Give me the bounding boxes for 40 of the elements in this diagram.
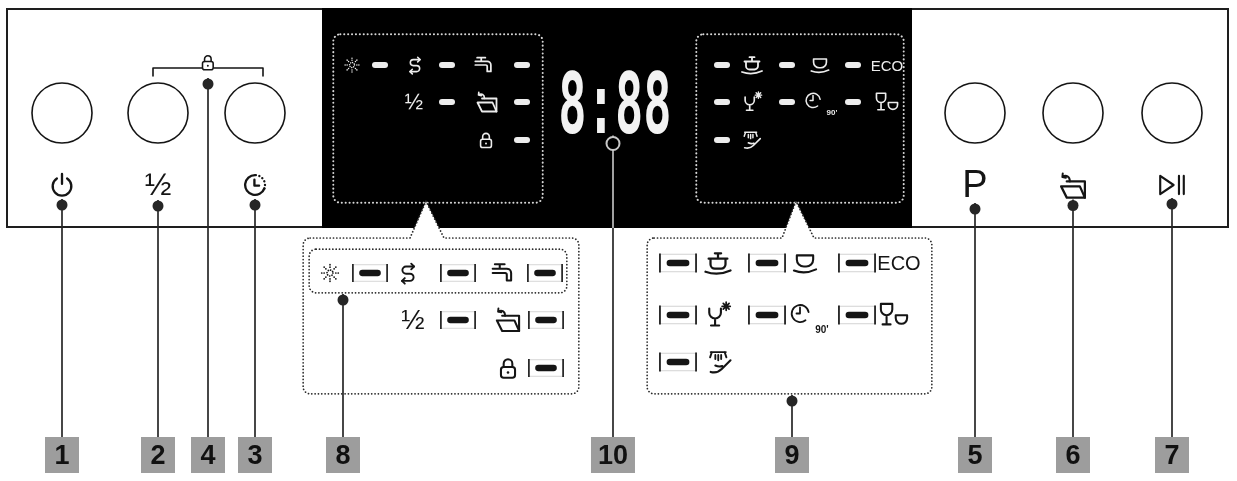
leader-line [1166, 197, 1178, 438]
tray-arrow-icon [1058, 172, 1088, 200]
button-label: P [962, 165, 988, 203]
leader-line [605, 134, 621, 438]
callout-number: 10 [591, 437, 635, 473]
indicator-label: ½ [404, 91, 424, 113]
timer-icon [241, 171, 269, 199]
leader-line [969, 202, 981, 438]
callout-number: 9 [775, 437, 809, 473]
callout-number: 1 [45, 437, 79, 473]
callout-number: 4 [191, 437, 225, 473]
leader-line [1067, 198, 1079, 438]
leader-line [337, 293, 349, 438]
highlight-frame [308, 248, 568, 294]
lock-bracket-icon [151, 54, 265, 78]
duration-label: 90' [815, 325, 829, 335]
duration-label: 90' [826, 109, 838, 117]
legend-callout [302, 200, 580, 395]
callout-number: 6 [1056, 437, 1090, 473]
indicator-label: ECO [870, 57, 904, 73]
play-pause-icon [1157, 172, 1187, 198]
display-digits: 8:88 [558, 72, 672, 136]
indicator-label: ECO [877, 253, 921, 273]
leader-line [56, 198, 68, 438]
leader-line [202, 77, 214, 438]
leader-line [786, 394, 798, 438]
callout-number: 7 [1155, 437, 1189, 473]
indicator-label: ½ [401, 306, 425, 334]
button-label: ½ [144, 168, 172, 200]
legend-callout [646, 200, 933, 395]
leader-line [152, 199, 164, 438]
control-panel [6, 8, 1229, 228]
leader-line [249, 198, 261, 438]
callout-number: 2 [141, 437, 175, 473]
callout-number: 8 [326, 437, 360, 473]
indicator-panel [332, 33, 544, 204]
callout-number: 3 [238, 437, 272, 473]
display-screen [322, 8, 912, 228]
indicator-panel [695, 33, 905, 204]
callout-number: 5 [958, 437, 992, 473]
